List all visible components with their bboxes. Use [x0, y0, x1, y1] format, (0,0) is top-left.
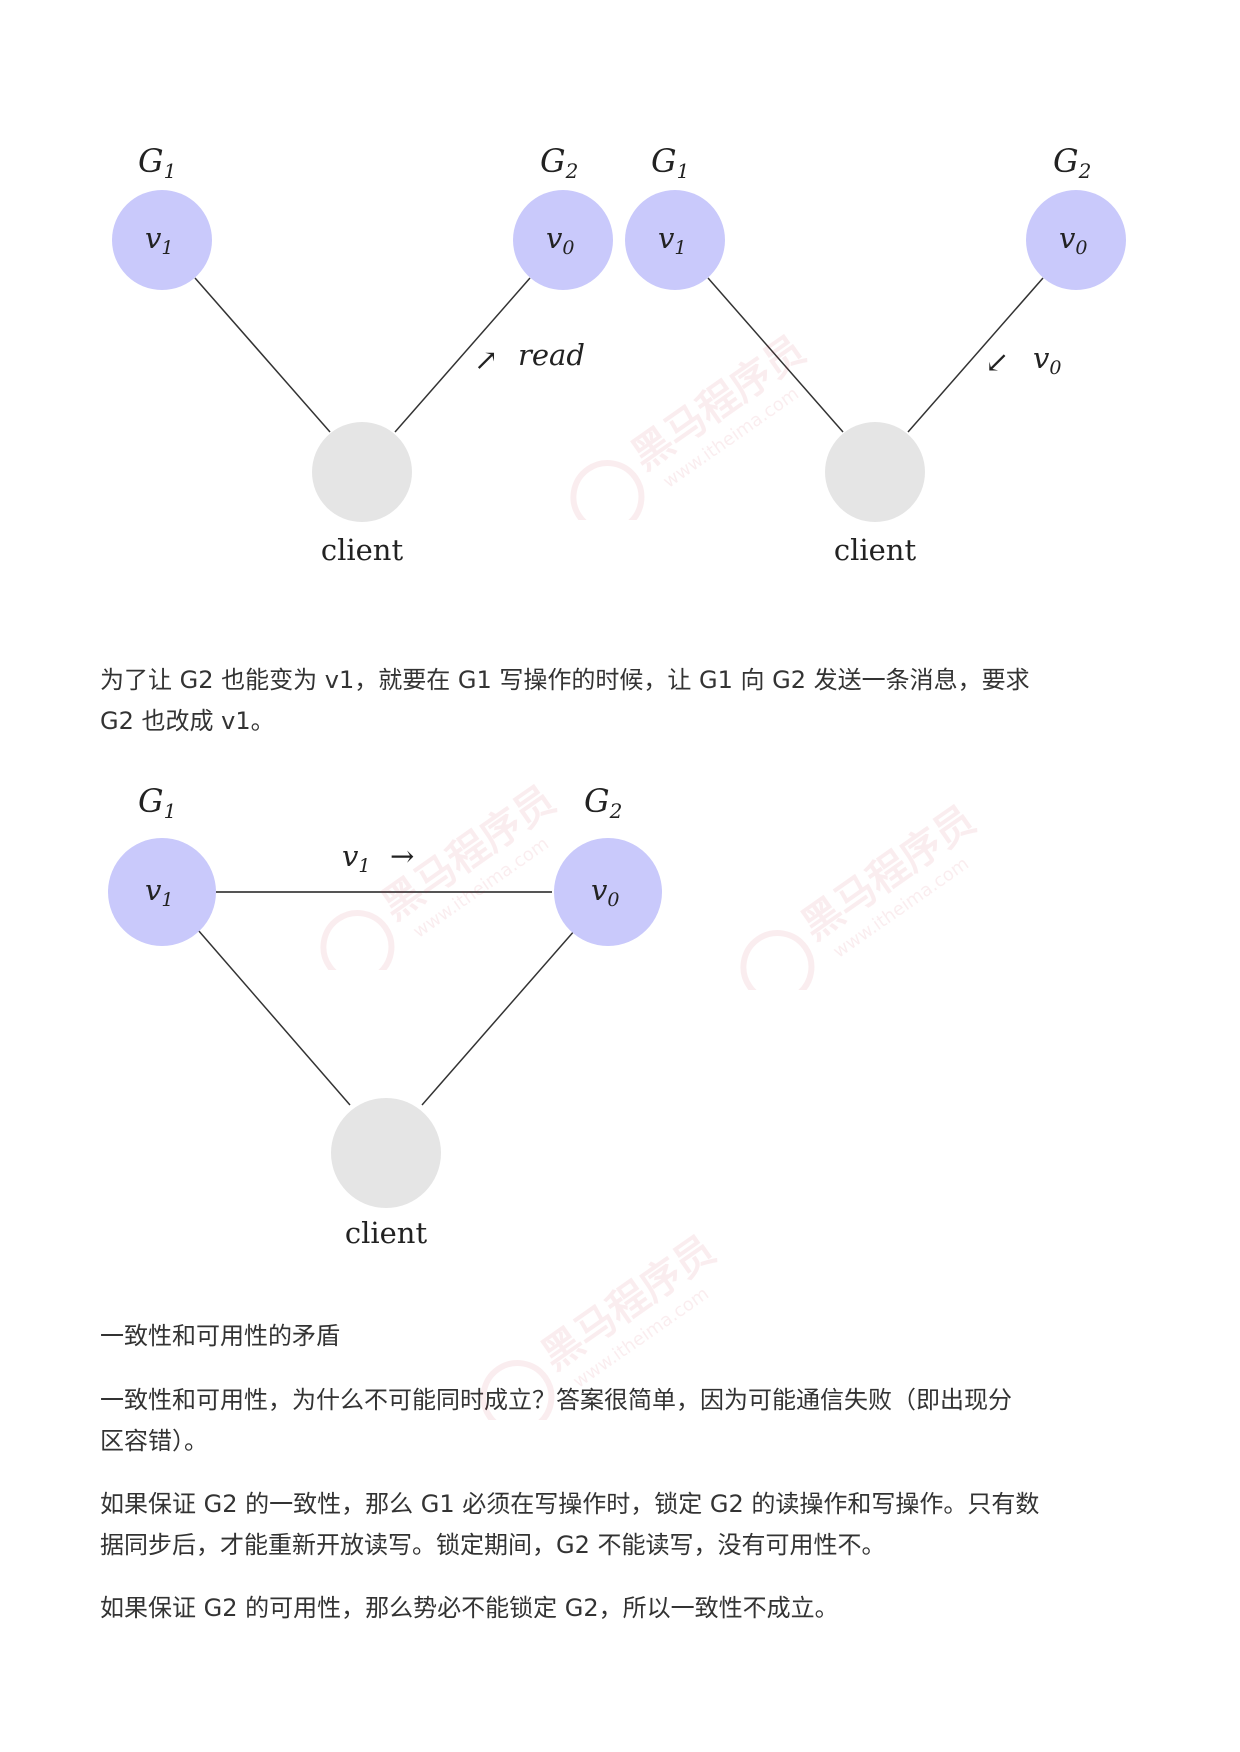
edge-g1-client [197, 929, 351, 1106]
client-node [331, 1098, 441, 1208]
heading-text: 一致性和可用性的矛盾 [100, 1322, 340, 1350]
node-label-v0: v0 [1059, 221, 1087, 259]
server-node-g1 [112, 190, 212, 290]
node-label-v0: v0 [546, 221, 574, 259]
client-node [312, 422, 412, 522]
group-label-g1: G1 [651, 142, 689, 183]
paragraph-line: 据同步后，才能重新开放读写。锁定期间，G2 不能读写，没有可用性不。 [100, 1531, 886, 1559]
server-node-g2 [554, 838, 662, 946]
server-node-g2 [513, 190, 613, 290]
group-label-g2: G2 [540, 142, 578, 183]
group-label-g2: G2 [584, 782, 622, 823]
client-label: client [834, 533, 917, 567]
server-node-g2 [1026, 190, 1126, 290]
node-label-v1: v1 [658, 221, 686, 259]
paragraph-consistency: 如果保证 G2 的一致性，那么 G1 必须在写操作时，锁定 G2 的读操作和写操… [100, 1484, 1140, 1566]
node-label-v1: v1 [145, 221, 173, 259]
client-label: client [321, 533, 404, 567]
paragraph-line: 如果保证 G2 的一致性，那么 G1 必须在写操作时，锁定 G2 的读操作和写操… [100, 1490, 1040, 1518]
paragraph-contradiction: 一致性和可用性，为什么不可能同时成立？答案很简单，因为可能通信失败（即出现分 区… [100, 1380, 1140, 1462]
paragraph-line: 一致性和可用性，为什么不可能同时成立？答案很简单，因为可能通信失败（即出现分 [100, 1386, 1012, 1414]
edge-g1-client [707, 277, 844, 433]
server-node-g1 [108, 838, 216, 946]
edge-arrow-v0: ↙ [985, 345, 1009, 379]
edge-label-v1: v1 [342, 839, 370, 877]
paragraph-availability: 如果保证 G2 的可用性，那么势必不能锁定 G2，所以一致性不成立。 [100, 1588, 1140, 1629]
edge-arrow-right: → [390, 839, 414, 873]
paragraph-line: 为了让 G2 也能变为 v1，就要在 G1 写操作的时候，让 G1 向 G2 发… [100, 666, 1030, 694]
diagram-top-right: G1 G2 v1 v0 ↙ v0 client [625, 142, 1126, 567]
group-label-g1: G1 [138, 142, 176, 183]
client-node [825, 422, 925, 522]
paragraph-line: 区容错）。 [100, 1427, 208, 1455]
group-label-g1: G1 [138, 782, 176, 823]
paragraph-line: G2 也改成 v1。 [100, 707, 275, 735]
edge-g2-client [394, 277, 531, 433]
edge-g1-client [194, 277, 331, 433]
group-label-g2: G2 [1053, 142, 1091, 183]
edge-label-v0: v0 [1033, 341, 1061, 379]
paragraph-sync-message: 为了让 G2 也能变为 v1，就要在 G1 写操作的时候，让 G1 向 G2 发… [100, 660, 1140, 742]
node-label-v0: v0 [591, 873, 619, 911]
diagram-top: G1 G2 v1 v0 ↗ read client G1 G2 v1 v0 ↙ … [112, 142, 1126, 567]
node-label-v1: v1 [145, 873, 173, 911]
client-label: client [345, 1216, 428, 1250]
section-heading: 一致性和可用性的矛盾 [100, 1316, 1140, 1357]
diagram-replication: G1 G2 v1 → v1 v0 client [108, 782, 662, 1250]
diagram-top-left: G1 G2 v1 v0 ↗ read client [112, 142, 613, 567]
edge-arrow-read: ↗ [474, 343, 498, 377]
edge-g2-client [907, 277, 1044, 433]
paragraph-line: 如果保证 G2 的可用性，那么势必不能锁定 G2，所以一致性不成立。 [100, 1594, 839, 1622]
edge-label-read: read [518, 338, 585, 372]
server-node-g1 [625, 190, 725, 290]
edge-g2-client [421, 929, 576, 1106]
